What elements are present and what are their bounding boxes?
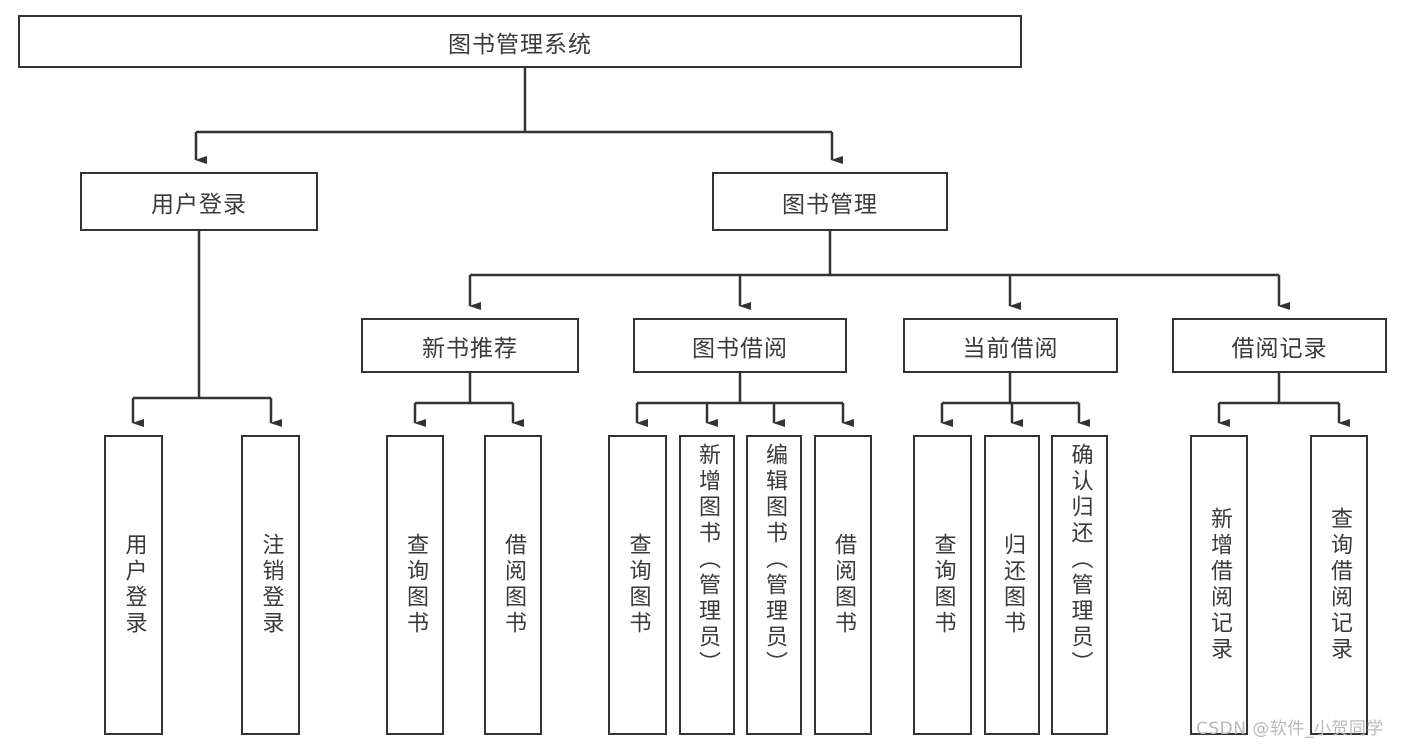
leaf-query-book-borrow-label: 查询图书 (625, 533, 651, 637)
node-borrow-record-label: 借阅记录 (1231, 335, 1328, 362)
leaf-query-book-recommend[interactable]: 查询图书 (386, 435, 444, 735)
leaf-borrow-book-recommend-label: 借阅图书 (501, 533, 526, 637)
leaf-borrow-book[interactable]: 借阅图书 (814, 435, 872, 735)
leaf-add-book-admin[interactable]: 新增图书（管理员） (679, 435, 735, 735)
leaf-user-logout[interactable]: 注销登录 (241, 435, 300, 735)
leaf-edit-book-admin-label: 编辑图书（管理员） (762, 443, 787, 677)
node-user-login[interactable]: 用户登录 (80, 172, 318, 231)
leaf-return-book-label: 归还图书 (1000, 533, 1025, 637)
leaf-user-login-label: 用户登录 (121, 533, 147, 637)
leaf-query-borrow-record-label: 查询借阅记录 (1327, 507, 1352, 663)
node-current-borrow-label: 当前借阅 (962, 335, 1059, 362)
node-new-book-recommend[interactable]: 新书推荐 (361, 318, 579, 373)
csdn-watermark: CSDN @软件_小贺同学 (1196, 719, 1384, 739)
leaf-query-book-recommend-label: 查询图书 (403, 533, 428, 637)
leaf-add-book-admin-label: 新增图书（管理员） (695, 443, 720, 677)
leaf-add-borrow-record[interactable]: 新增借阅记录 (1190, 435, 1248, 735)
leaf-borrow-book-label: 借阅图书 (831, 533, 856, 637)
node-borrow-record[interactable]: 借阅记录 (1172, 318, 1387, 373)
node-book-borrow[interactable]: 图书借阅 (633, 318, 847, 373)
node-current-borrow[interactable]: 当前借阅 (903, 318, 1118, 373)
node-user-login-label: 用户登录 (151, 191, 247, 218)
leaf-query-borrow-record[interactable]: 查询借阅记录 (1310, 435, 1368, 735)
node-book-management[interactable]: 图书管理 (712, 172, 948, 231)
node-book-management-label: 图书管理 (782, 191, 878, 218)
leaf-add-borrow-record-label: 新增借阅记录 (1207, 507, 1232, 663)
leaf-user-login[interactable]: 用户登录 (104, 435, 163, 735)
leaf-return-book[interactable]: 归还图书 (984, 435, 1040, 735)
node-book-borrow-label: 图书借阅 (692, 335, 788, 362)
node-new-book-recommend-label: 新书推荐 (422, 335, 518, 362)
leaf-confirm-return-admin-label: 确认归还（管理员） (1067, 443, 1093, 677)
leaf-borrow-book-recommend[interactable]: 借阅图书 (484, 435, 542, 735)
node-root[interactable]: 图书管理系统 (18, 15, 1022, 68)
leaf-edit-book-admin[interactable]: 编辑图书（管理员） (746, 435, 802, 735)
leaf-confirm-return-admin[interactable]: 确认归还（管理员） (1051, 435, 1108, 735)
node-root-label: 图书管理系统 (448, 31, 592, 58)
leaf-query-book-current-label: 查询图书 (930, 533, 956, 637)
leaf-query-book-current[interactable]: 查询图书 (913, 435, 972, 735)
leaf-user-logout-label: 注销登录 (258, 533, 284, 637)
leaf-query-book-borrow[interactable]: 查询图书 (608, 435, 667, 735)
